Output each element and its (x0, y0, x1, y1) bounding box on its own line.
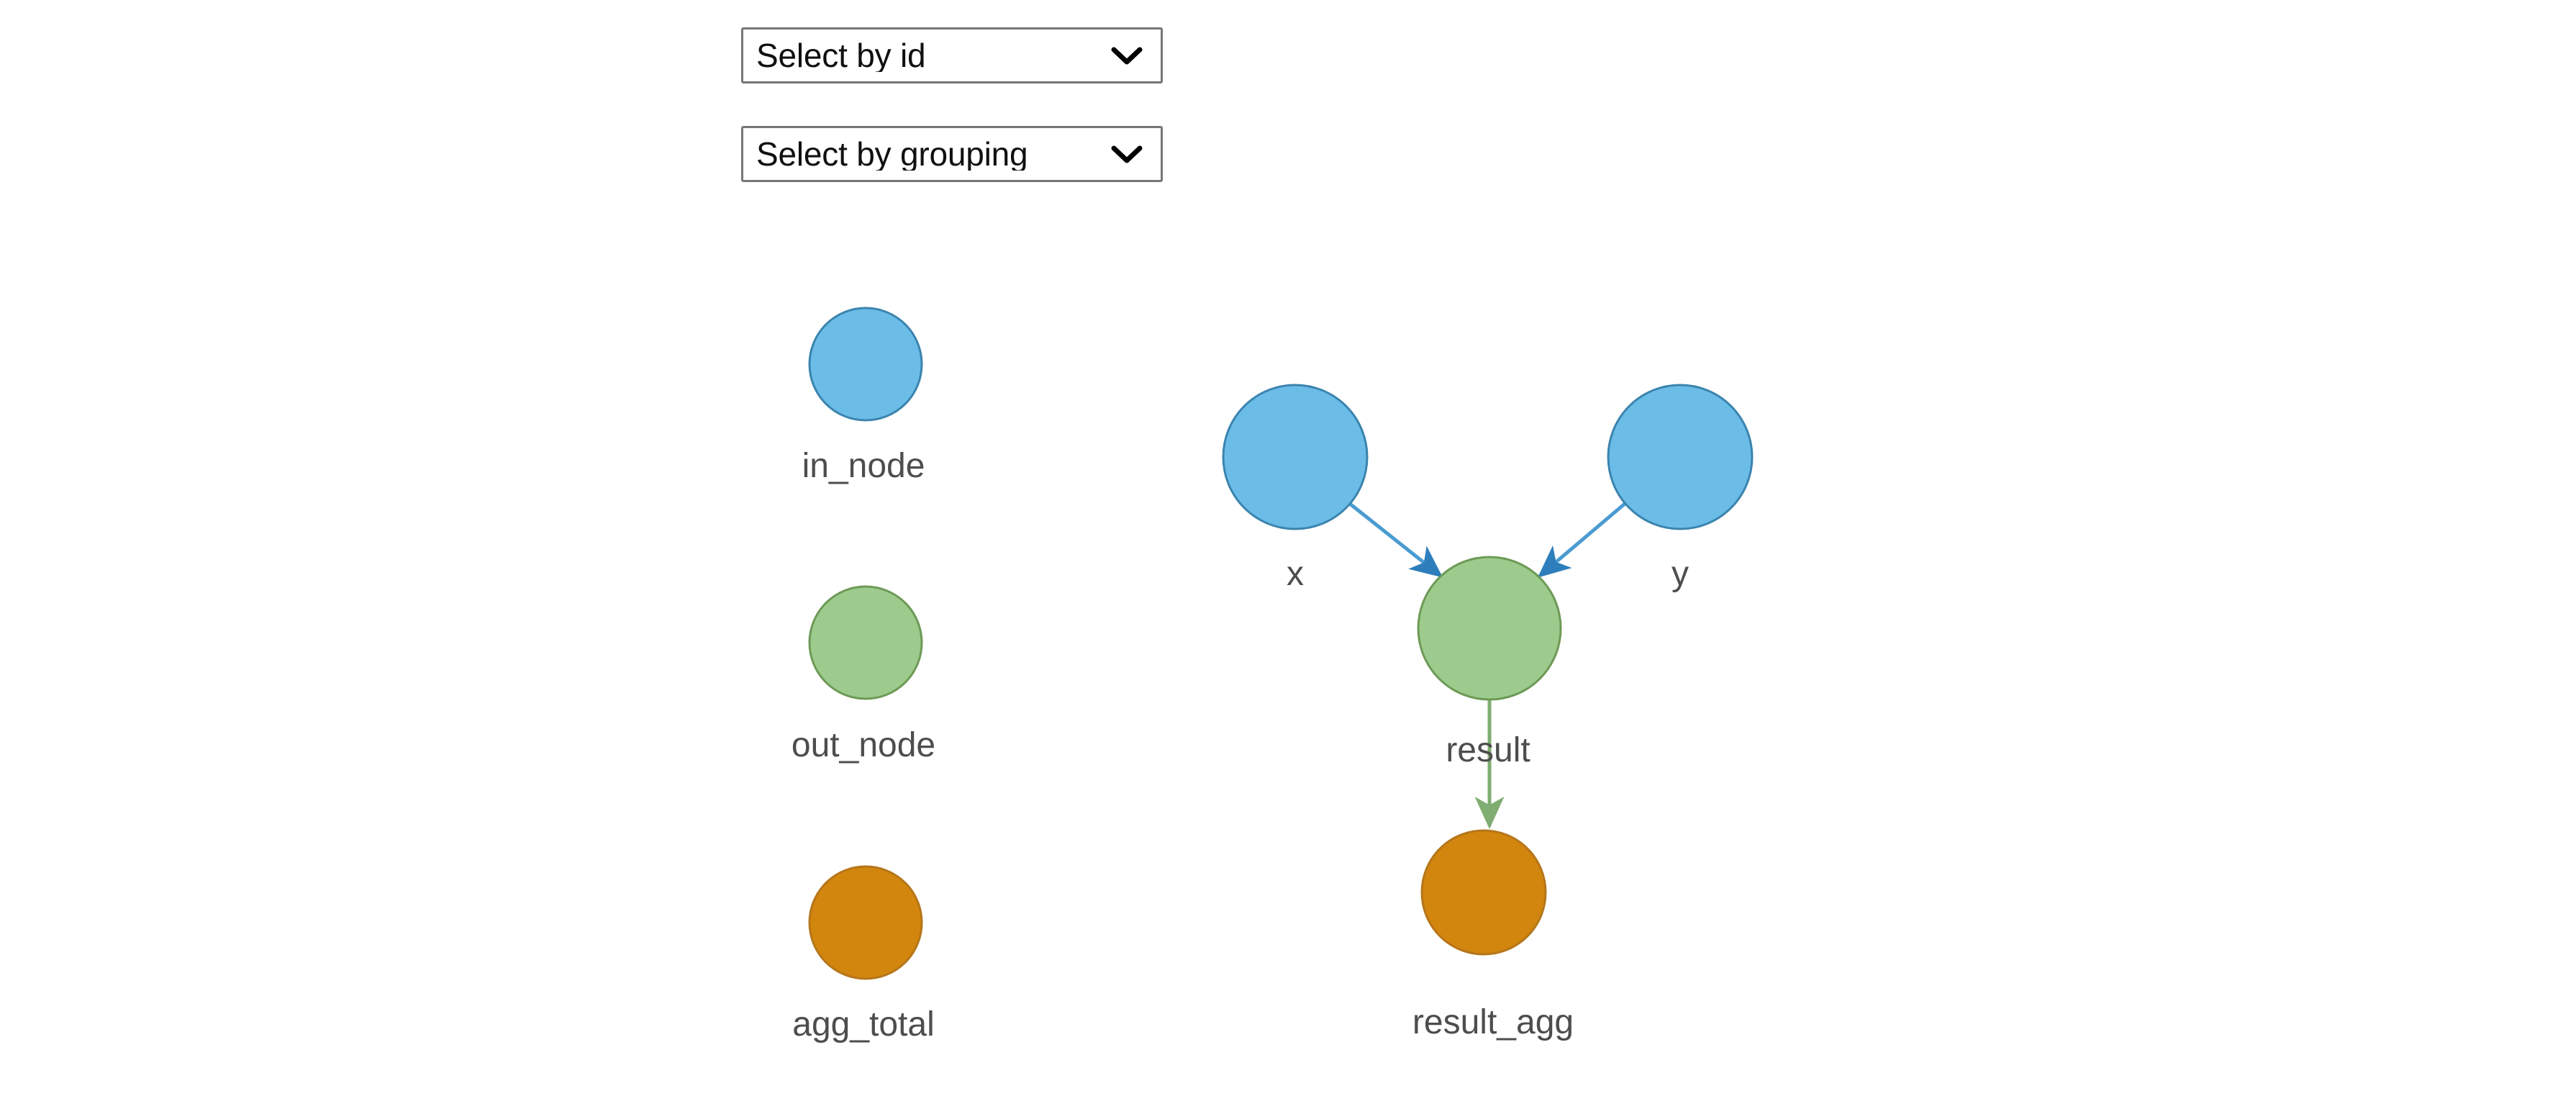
legend-node-in-node[interactable] (808, 307, 923, 422)
edge-label-result: result (1446, 731, 1530, 769)
legend-label-out-node: out_node (791, 726, 936, 764)
graph-label-result-agg: result_agg (1412, 1003, 1574, 1041)
graph-node-x[interactable] (1222, 384, 1369, 530)
legend-label-in-node: in_node (802, 447, 925, 485)
edge-y-to-result (1537, 502, 1626, 578)
graph-node-result[interactable] (1417, 556, 1562, 701)
graph-node-result-agg[interactable] (1420, 829, 1547, 956)
legend-node-out-node[interactable] (808, 585, 923, 700)
chevron-down-icon (1110, 39, 1143, 72)
select-by-grouping-dropdown[interactable]: Select by grouping (741, 126, 1163, 182)
graph-label-y: y (1672, 555, 1689, 593)
legend-node-agg-total[interactable] (808, 865, 923, 980)
graph-node-y[interactable] (1607, 384, 1754, 530)
legend-label-agg-total: agg_total (792, 1005, 935, 1044)
graph-label-x: x (1287, 555, 1304, 593)
select-by-id-value: Select by id (756, 39, 926, 72)
select-by-id-dropdown[interactable]: Select by id (741, 27, 1163, 83)
chevron-down-icon (1110, 137, 1143, 171)
edge-x-to-result (1348, 502, 1443, 578)
select-by-grouping-value: Select by grouping (756, 137, 1028, 171)
